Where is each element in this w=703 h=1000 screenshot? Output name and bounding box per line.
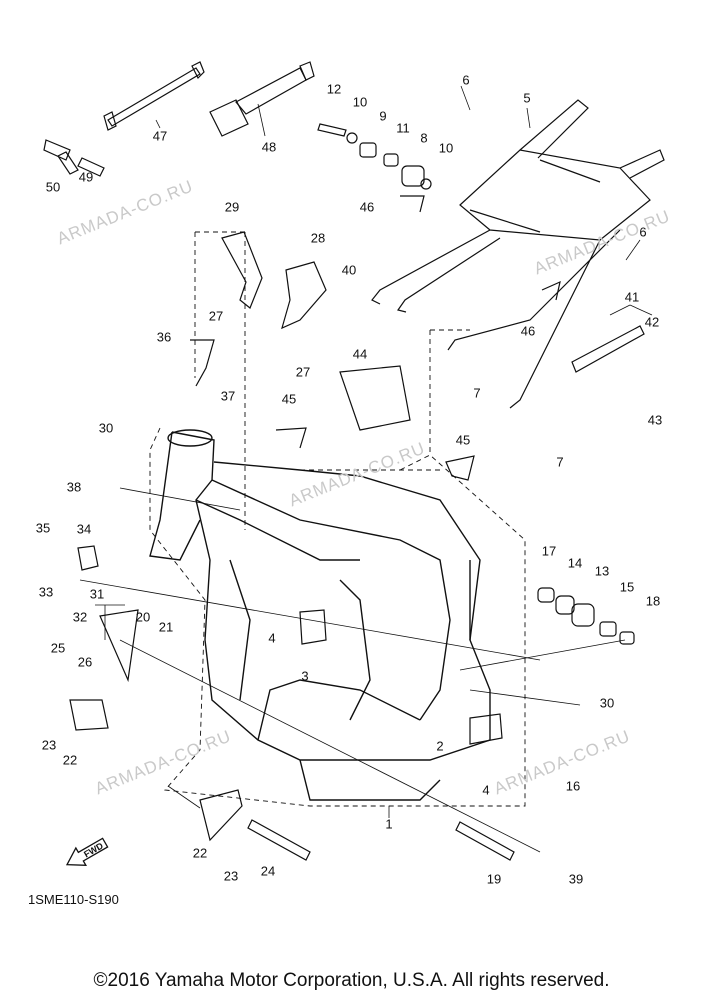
callout-47: 47 — [152, 128, 168, 144]
callout-46: 46 — [359, 199, 375, 215]
callout-7: 7 — [473, 385, 481, 401]
main-frame-part-1 — [149, 429, 491, 801]
callout-10: 10 — [438, 140, 454, 156]
callout-25: 25 — [50, 640, 66, 656]
callout-5: 5 — [523, 90, 531, 106]
callout-3: 3 — [301, 668, 309, 684]
callout-7: 7 — [556, 454, 564, 470]
bolt-parts-49-50 — [43, 139, 105, 177]
callout-22: 22 — [192, 845, 208, 861]
callout-23: 23 — [41, 737, 57, 753]
diagram-code: 1SME110-S190 — [28, 892, 119, 907]
callout-39: 39 — [568, 871, 584, 887]
callout-33: 33 — [38, 584, 54, 600]
callout-17: 17 — [541, 543, 557, 559]
callout-4: 4 — [482, 782, 490, 798]
callout-35: 35 — [35, 520, 51, 536]
callout-32: 32 — [72, 609, 88, 625]
callout-21: 21 — [158, 619, 174, 635]
callout-28: 28 — [310, 230, 326, 246]
dashed-group-outlines — [149, 231, 526, 807]
callout-30: 30 — [599, 695, 615, 711]
callout-14: 14 — [567, 555, 583, 571]
callout-43: 43 — [647, 412, 663, 428]
callout-16: 16 — [565, 778, 581, 794]
callout-44: 44 — [352, 346, 368, 362]
wrench-part-47 — [103, 61, 205, 131]
callout-42: 42 — [644, 314, 660, 330]
bracket-parts — [69, 195, 645, 842]
callout-13: 13 — [594, 563, 610, 579]
callout-1: 1 — [385, 816, 393, 832]
callout-18: 18 — [645, 593, 661, 609]
callout-50: 50 — [45, 179, 61, 195]
callout-46: 46 — [520, 323, 536, 339]
long-bolts-19-24 — [247, 819, 515, 861]
callout-6: 6 — [462, 72, 470, 88]
callout-8: 8 — [420, 130, 428, 146]
callout-27: 27 — [295, 364, 311, 380]
callout-34: 34 — [76, 521, 92, 537]
forward-arrow-icon: FWD — [65, 837, 109, 867]
callout-45: 45 — [455, 432, 471, 448]
callout-38: 38 — [66, 479, 82, 495]
callout-11: 11 — [396, 120, 410, 136]
leader-lines — [79, 85, 653, 853]
callout-27: 27 — [208, 308, 224, 324]
callout-29: 29 — [224, 199, 240, 215]
callout-31: 31 — [89, 586, 105, 602]
callout-10: 10 — [352, 94, 368, 110]
callout-48: 48 — [261, 139, 277, 155]
forward-arrow-label: FWD — [82, 840, 105, 859]
copyright-text: ©2016 Yamaha Motor Corporation, U.S.A. A… — [93, 970, 610, 991]
callout-22: 22 — [62, 752, 78, 768]
callout-49: 49 — [78, 169, 94, 185]
callout-2: 2 — [436, 738, 444, 754]
callout-9: 9 — [379, 108, 387, 124]
callout-19: 19 — [486, 871, 502, 887]
callout-6: 6 — [639, 224, 647, 240]
callout-37: 37 — [220, 388, 236, 404]
callout-12: 12 — [326, 81, 342, 97]
callout-24: 24 — [260, 863, 276, 879]
socket-tool-part-48 — [209, 61, 315, 137]
callout-20: 20 — [135, 609, 151, 625]
callout-41: 41 — [624, 289, 640, 305]
callout-4: 4 — [268, 630, 276, 646]
callout-36: 36 — [156, 329, 172, 345]
engine-mount-parts-13-18 — [537, 587, 635, 645]
callout-30: 30 — [98, 420, 114, 436]
callout-26: 26 — [77, 654, 93, 670]
callout-23: 23 — [223, 868, 239, 884]
callout-40: 40 — [341, 262, 357, 278]
spacer-parts-8-12 — [317, 123, 432, 190]
rear-subframe-part-5 — [371, 99, 665, 409]
callout-45: 45 — [281, 391, 297, 407]
callout-15: 15 — [619, 579, 635, 595]
